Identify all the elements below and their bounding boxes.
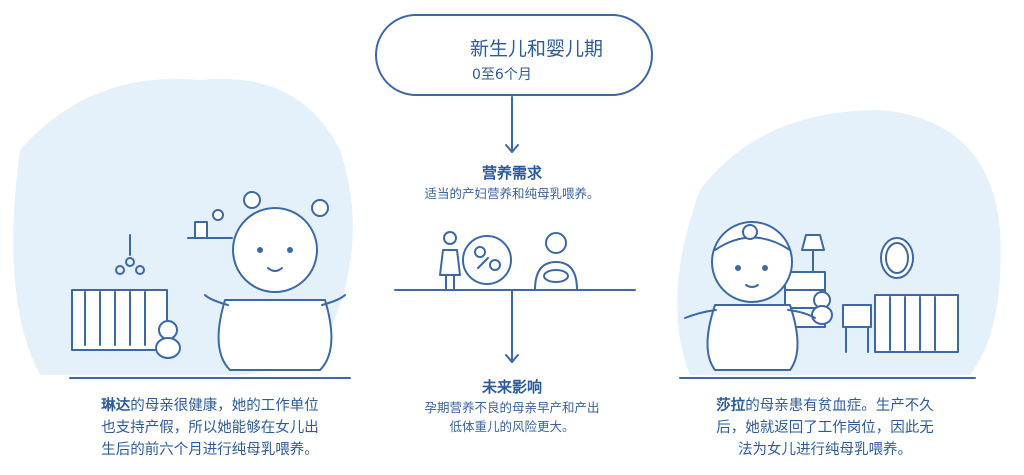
linda-line: 也支持产假，所以她能够在女儿出 [101, 420, 319, 436]
future-impact-text: 孕期营养不良的母亲早产和产出 低体重儿的风险更大。 [362, 398, 662, 436]
future-impact-line: 低体重儿的风险更大。 [449, 419, 575, 434]
stage-title: 新生儿和婴儿期 [470, 38, 604, 60]
teddy-bear-icon [155, 320, 181, 359]
future-impact-line: 孕期营养不良的母亲早产和产出 [424, 400, 600, 415]
linda-name: 琳达 [101, 398, 131, 414]
sara-line: 的母亲患有贫血症。生产不久 [745, 398, 934, 414]
chair-icon [842, 304, 872, 353]
stage-pill [375, 14, 653, 96]
wall-mirror-icon [880, 237, 914, 279]
mobile-icon [115, 234, 145, 275]
nutrition-needs-title: 营养需求 [481, 164, 542, 182]
baby-sara-illustration [684, 221, 816, 371]
linda-line: 生后的前六个月进行纯母乳喂养。 [101, 442, 319, 458]
crib-icon [71, 289, 168, 351]
mother-icon [439, 231, 461, 291]
stage-subtitle: 0至6个月 [472, 67, 532, 83]
teddy-bear-icon-right [811, 291, 833, 325]
baby-linda-illustration [204, 191, 346, 371]
breastfeeding-icon [534, 232, 578, 291]
sara-line: 后，她就返回了工作岗位，因此无 [716, 420, 934, 436]
nutrition-needs-text: 适当的产妇营养和纯母乳喂养。 [424, 186, 600, 201]
linda-line: 的母亲很健康，她的工作单位 [130, 398, 319, 414]
sara-story: 莎拉的母亲患有贫血症。生产不久 后，她就返回了工作岗位，因此无 法为女儿进行纯母… [680, 395, 970, 461]
sara-line: 法为女儿进行纯母乳喂养。 [738, 442, 912, 458]
shelf-icon [187, 209, 233, 239]
crib-icon-right [874, 294, 959, 353]
future-impact-title: 未来影响 [481, 378, 542, 396]
healthy-food-plate-icon [462, 235, 512, 285]
sara-name: 莎拉 [716, 398, 746, 414]
lamp-icon [801, 234, 825, 273]
linda-story: 琳达的母亲很健康，她的工作单位 也支持产假，所以她能够在女儿出 生后的前六个月进… [65, 395, 355, 461]
